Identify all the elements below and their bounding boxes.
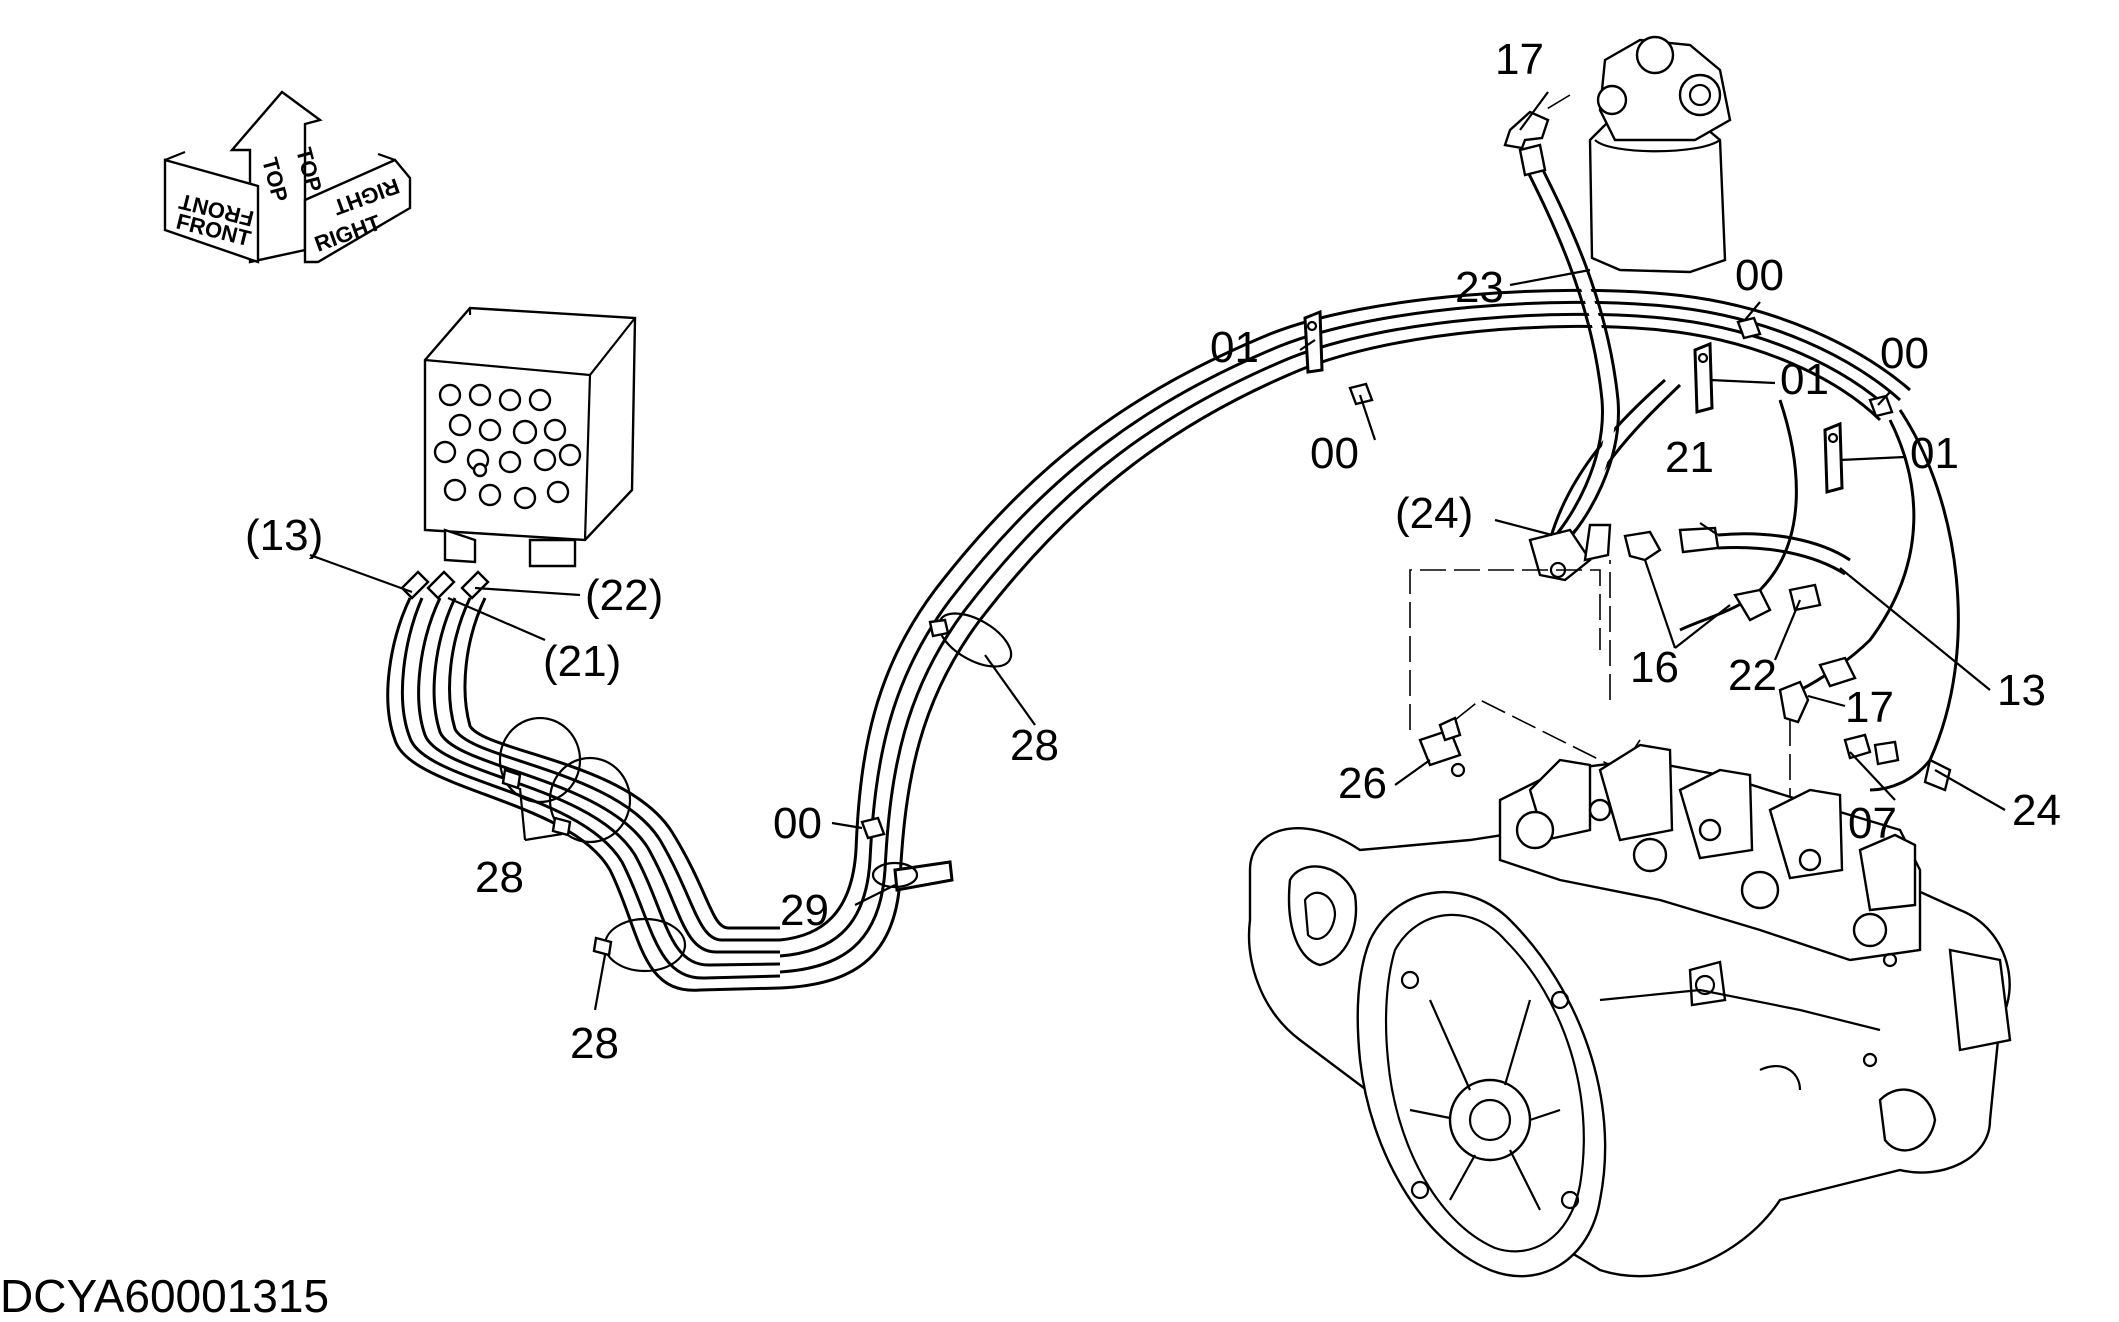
callout-00-right: 00 <box>1880 329 1929 378</box>
callout-23: 23 <box>1455 263 1504 312</box>
callout-labels: (13) (22) (21) (24) 17 23 00 00 01 00 01… <box>245 35 2061 1068</box>
callout-28-left: 28 <box>475 853 524 902</box>
callout-22: 22 <box>1728 651 1777 700</box>
pilot-valve-ports <box>433 383 582 510</box>
orientation-indicator: FRONT TOP TOP RIGHT FRONT RIGHT <box>163 90 412 264</box>
leader-lines <box>309 91 2006 1011</box>
callout-21-parenthetical: (21) <box>543 637 621 686</box>
callout-22-parenthetical: (22) <box>585 571 663 620</box>
fittings-group <box>1409 523 1952 800</box>
callout-21: 21 <box>1665 433 1714 482</box>
callout-07: 07 <box>1848 799 1897 848</box>
callout-29: 29 <box>780 886 829 935</box>
callout-00-top: 00 <box>1735 251 1784 300</box>
callout-01-middle: 01 <box>1780 355 1829 404</box>
callout-28-bend: 28 <box>1010 721 1059 770</box>
callout-00-lower: 00 <box>773 799 822 848</box>
document-id: DCYA60001315 <box>0 1270 329 1322</box>
callout-13-parenthetical: (13) <box>245 511 323 560</box>
pilot-filter <box>1503 35 1732 549</box>
hydraulic-pump-assembly <box>1247 743 2012 1278</box>
pilot-valve-block <box>423 306 637 568</box>
callout-24: 24 <box>2012 786 2061 835</box>
callout-01-left: 01 <box>1210 323 1259 372</box>
callout-26: 26 <box>1338 759 1387 808</box>
left-hose-bundle <box>386 570 781 992</box>
callout-01-right: 01 <box>1910 429 1959 478</box>
callout-24-parenthetical: (24) <box>1395 489 1473 538</box>
callout-13: 13 <box>1997 666 2046 715</box>
callout-00-mid: 00 <box>1310 429 1359 478</box>
callout-28-bottom: 28 <box>570 1019 619 1068</box>
callout-16: 16 <box>1630 643 1679 692</box>
callout-17-lower: 17 <box>1845 683 1894 732</box>
callout-17-top: 17 <box>1495 35 1544 84</box>
